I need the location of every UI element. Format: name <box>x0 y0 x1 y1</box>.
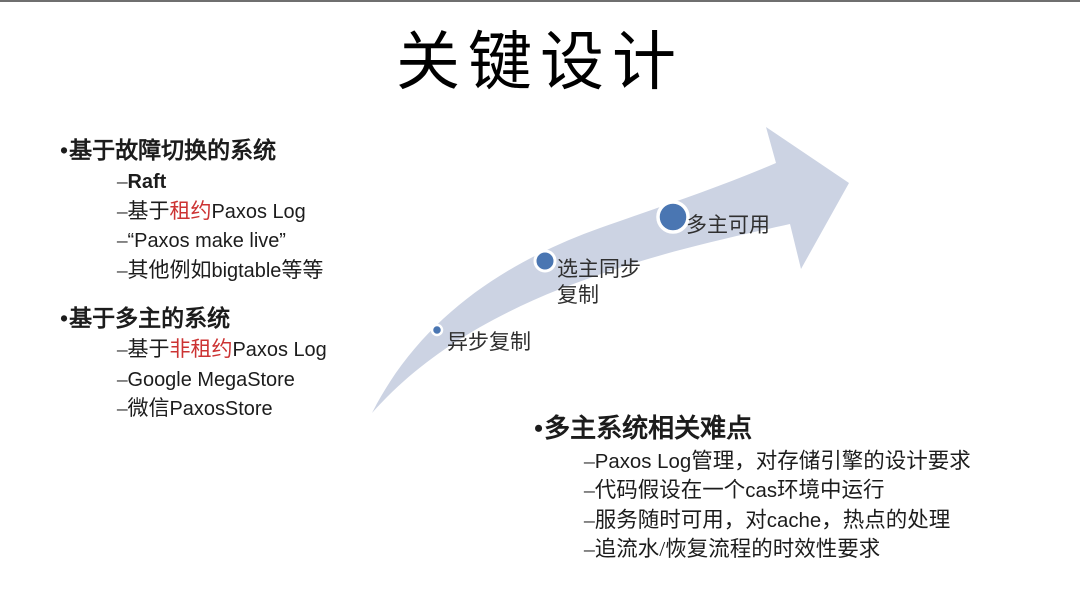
dash-marker: – <box>117 198 128 223</box>
item-text: PaxosStore <box>169 398 273 420</box>
item-text-highlight: 非租约 <box>169 337 233 361</box>
list-item: –服务随时可用，对cache，热点的处理 <box>584 506 1054 535</box>
list-item: –基于非租约Paxos Log <box>117 335 420 365</box>
list-multimaster-challenges: •多主系统相关难点 –Paxos Log管理，对存储引擎的设计要求 –代码假设在… <box>534 412 1054 563</box>
item-text: 服务随时可用，对 <box>594 507 767 532</box>
dash-marker: – <box>584 536 595 561</box>
list-item: –Paxos Log管理，对存储引擎的设计要求 <box>584 447 1054 476</box>
top-border-line <box>0 0 1080 2</box>
dash-marker: – <box>117 366 128 391</box>
dash-marker: – <box>117 228 128 252</box>
list-item: –基于租约Paxos Log <box>117 197 420 227</box>
bullet-marker: • <box>60 306 69 331</box>
item-text: Paxos Log <box>232 339 327 361</box>
list-multimaster-systems: •基于多主的系统 –基于非租约Paxos Log –Google MegaSto… <box>60 304 420 424</box>
list-item: –Google MegaStore <box>117 365 420 395</box>
item-text: “Paxos make live” <box>127 230 286 252</box>
item-text: Paxos Log <box>594 451 692 473</box>
stage-node-multimaster <box>656 200 690 234</box>
item-text: Google MegaStore <box>127 368 295 391</box>
list-item: –微信PaxosStore <box>117 394 420 424</box>
stage-label-multimaster: 多主可用 <box>686 213 770 237</box>
item-text: 管理，对存储引擎的设计要求 <box>691 449 971 473</box>
list-items: –Paxos Log管理，对存储引擎的设计要求 –代码假设在一个cas环境中运行… <box>584 447 1054 563</box>
item-text: ，热点的处理 <box>821 507 951 532</box>
list-item: –追流水/恢复流程的时效性要求 <box>584 535 1054 563</box>
dash-marker: – <box>117 337 128 361</box>
list-item: –其他例如bigtable等等 <box>117 256 420 286</box>
item-text: 环境中运行 <box>777 478 885 503</box>
item-text: 其他例如 <box>127 257 212 282</box>
item-text: 等等 <box>281 257 324 282</box>
list-heading: •基于多主的系统 <box>60 304 420 334</box>
list-items: –基于非租约Paxos Log –Google MegaStore –微信Pax… <box>117 335 420 424</box>
list-heading-text: 多主系统相关难点 <box>544 414 753 443</box>
list-heading-text: 基于故障切换的系统 <box>69 138 277 163</box>
bullet-marker: • <box>534 414 544 443</box>
item-text-highlight: 租约 <box>169 198 212 223</box>
list-item: –“Paxos make live” <box>117 226 420 256</box>
list-heading: •多主系统相关难点 <box>534 412 1054 446</box>
item-text: bigtable <box>211 259 282 282</box>
dash-marker: – <box>117 169 128 193</box>
item-text: 追流水/恢复流程的时效性要求 <box>594 536 881 561</box>
dash-marker: – <box>117 396 128 420</box>
item-text: 微信 <box>127 396 170 420</box>
slide-title: 关键设计 <box>396 27 684 98</box>
list-item: –代码假设在一个cas环境中运行 <box>584 476 1054 505</box>
dash-marker: – <box>117 257 128 282</box>
item-text: 基于 <box>127 198 170 223</box>
stage-node-leader-sync <box>533 249 557 273</box>
stage-node-async <box>430 323 444 337</box>
item-text: Paxos Log <box>211 200 306 223</box>
list-items: –Raft –基于租约Paxos Log –“Paxos make live” … <box>117 167 420 285</box>
list-item: –Raft <box>117 167 420 197</box>
dash-marker: – <box>584 478 595 503</box>
stage-label-leader-sync: 选主同步 复制 <box>557 257 641 307</box>
item-text: cas <box>745 480 778 503</box>
dash-marker: – <box>584 507 595 532</box>
bullet-marker: • <box>60 138 69 163</box>
item-text: 基于 <box>127 337 170 361</box>
list-heading-text: 基于多主的系统 <box>69 306 231 331</box>
list-heading: •基于故障切换的系统 <box>60 136 420 166</box>
list-failover-systems: •基于故障切换的系统 –Raft –基于租约Paxos Log –“Paxos … <box>60 136 420 285</box>
item-text: Raft <box>127 171 167 193</box>
item-text: 代码假设在一个 <box>594 478 746 503</box>
dash-marker: – <box>584 449 595 473</box>
stage-label-async: 异步复制 <box>447 330 531 354</box>
item-text: cache <box>766 509 822 532</box>
swoosh-arrow-shape <box>372 127 849 413</box>
